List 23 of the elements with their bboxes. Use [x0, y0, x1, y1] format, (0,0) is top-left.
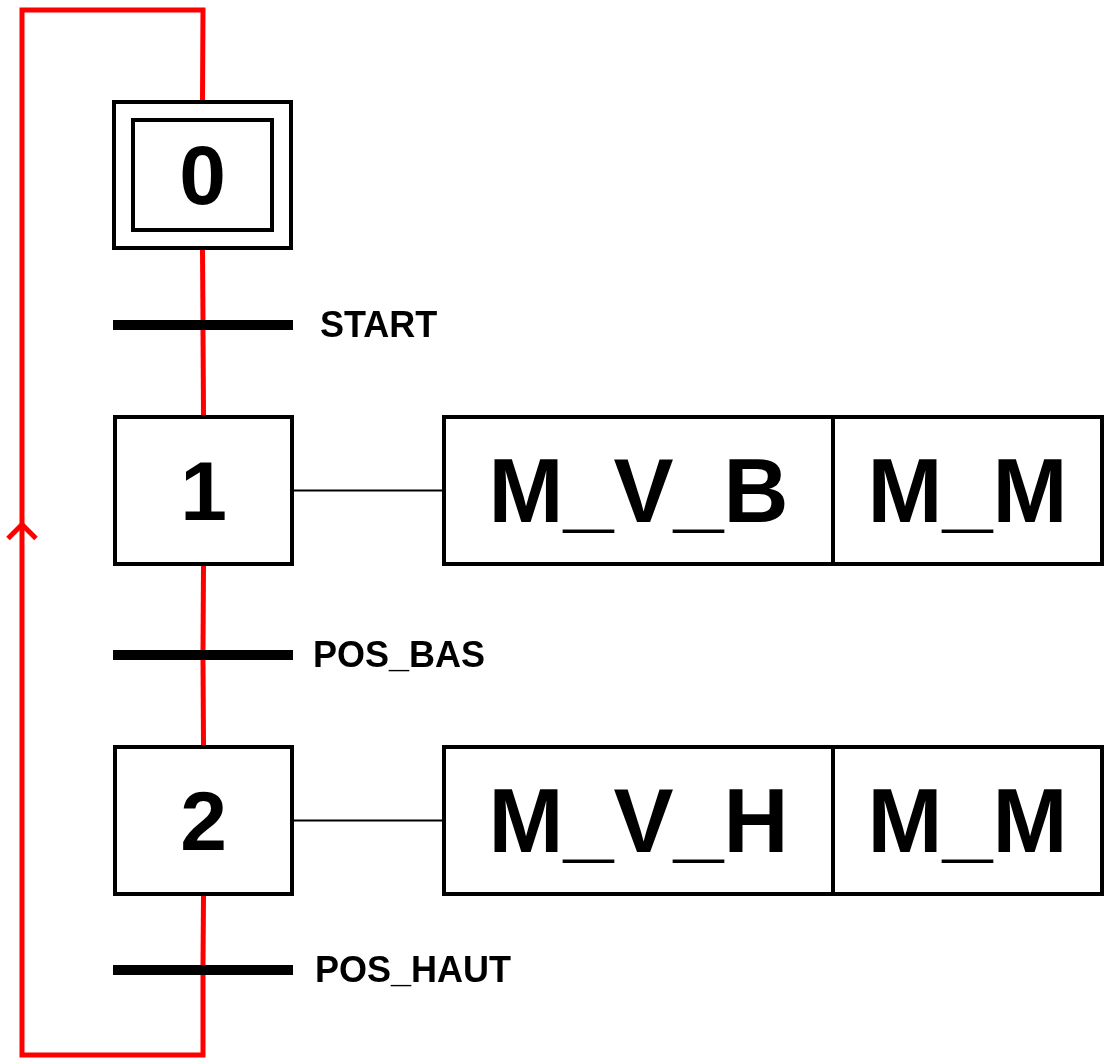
- transition-condition: START: [320, 307, 438, 343]
- action-text: M_M: [867, 775, 1068, 866]
- transition-condition: POS_HAUT: [315, 952, 512, 988]
- action-text: M_M: [867, 445, 1068, 536]
- step-box: [113, 745, 294, 896]
- step-number: 2: [180, 778, 227, 863]
- connector-line: [200, 330, 206, 415]
- connector-line: [293, 489, 443, 492]
- connector-line: [200, 566, 206, 650]
- initial-step-box: [112, 100, 293, 250]
- connector-line: [200, 896, 206, 965]
- transition-bar: [113, 965, 293, 975]
- transition-bar: [113, 650, 293, 660]
- step-number: 0: [179, 133, 226, 217]
- transition-condition: POS_BAS: [313, 637, 486, 673]
- step-box: [113, 415, 294, 566]
- step-number: 1: [180, 448, 227, 533]
- action-text: M_V_H: [488, 775, 789, 866]
- connector-line: [200, 660, 206, 745]
- action-text: M_V_B: [488, 445, 789, 536]
- connector-line: [200, 250, 206, 320]
- connector-line: [293, 819, 443, 822]
- transition-bar: [113, 320, 293, 330]
